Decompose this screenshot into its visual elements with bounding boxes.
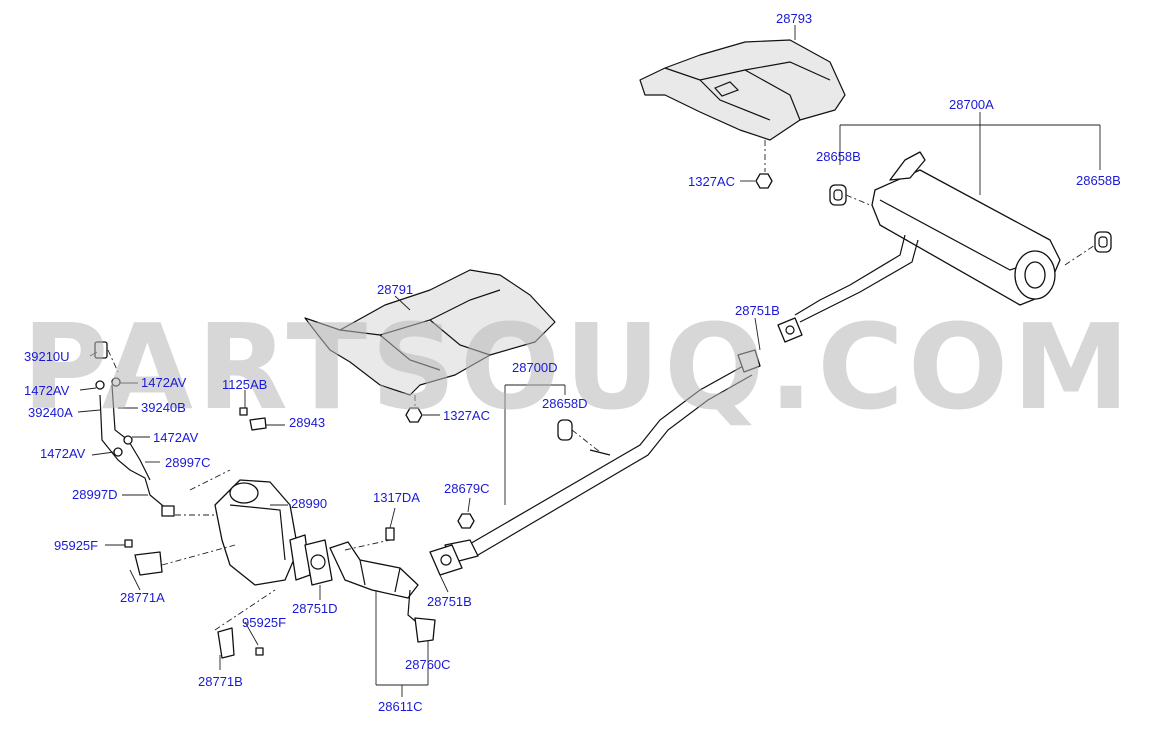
label-28760C[interactable]: 28760C [405, 657, 451, 672]
label-28771B[interactable]: 28771B [198, 674, 243, 689]
label-1472AV-b[interactable]: 1472AV [141, 375, 187, 390]
label-1317DA[interactable]: 1317DA [373, 490, 420, 505]
label-28700A[interactable]: 28700A [949, 97, 994, 112]
watermark: PARTSOUQ.COM [22, 298, 1134, 436]
rubber-hanger-left [829, 184, 847, 206]
heat-shield-center [304, 269, 556, 396]
label-28751D[interactable]: 28751D [292, 601, 338, 616]
bracket-28771A [124, 539, 163, 576]
label-28997C[interactable]: 28997C [165, 455, 211, 470]
nut-top [755, 173, 773, 189]
label-28679C[interactable]: 28679C [444, 481, 490, 496]
label-28793[interactable]: 28793 [776, 11, 812, 26]
label-95925F-a[interactable]: 95925F [54, 538, 98, 553]
label-1125AB[interactable]: 1125AB [222, 377, 267, 392]
label-28658B-left[interactable]: 28658B [816, 149, 861, 164]
label-28700D[interactable]: 28700D [512, 360, 558, 375]
label-1472AV-a[interactable]: 1472AV [24, 383, 70, 398]
label-28658B-right[interactable]: 28658B [1076, 173, 1121, 188]
label-39210U[interactable]: 39210U [24, 349, 70, 364]
rear-muffler [794, 151, 1061, 323]
label-95925F-b[interactable]: 95925F [242, 615, 286, 630]
rubber-hanger-right [1094, 231, 1112, 253]
front-pipe [329, 541, 436, 643]
label-28997D[interactable]: 28997D [72, 487, 118, 502]
label-28611C[interactable]: 28611C [378, 699, 423, 714]
catalytic-converter [214, 479, 311, 586]
nut-mid [405, 407, 423, 423]
oxygen-sensor-harness [94, 341, 175, 517]
label-1327AC-top[interactable]: 1327AC [688, 174, 735, 189]
label-28751B-top[interactable]: 28751B [735, 303, 780, 318]
label-28751B-bottom[interactable]: 28751B [427, 594, 472, 609]
gasket-28751D [304, 539, 333, 586]
leader-lines [77, 25, 1101, 697]
label-28943[interactable]: 28943 [289, 415, 325, 430]
label-39240B[interactable]: 39240B [141, 400, 186, 415]
nut-28679C [457, 513, 475, 529]
label-28771A[interactable]: 28771A [120, 590, 165, 605]
heat-shield-rear [639, 39, 846, 141]
center-pipe [444, 349, 761, 563]
label-1472AV-d[interactable]: 1472AV [40, 446, 86, 461]
label-1327AC-mid[interactable]: 1327AC [443, 408, 490, 423]
label-28990[interactable]: 28990 [291, 496, 327, 511]
bolt-1317DA [385, 527, 395, 541]
label-39240A[interactable]: 39240A [28, 405, 73, 420]
label-28658D[interactable]: 28658D [542, 396, 588, 411]
label-1472AV-c[interactable]: 1472AV [153, 430, 199, 445]
bracket-28943 [239, 407, 267, 431]
bracket-28771B [217, 627, 264, 659]
gasket-28751B-top [777, 317, 803, 343]
gasket-28751B-bottom [429, 544, 463, 576]
label-28791[interactable]: 28791 [377, 282, 413, 297]
